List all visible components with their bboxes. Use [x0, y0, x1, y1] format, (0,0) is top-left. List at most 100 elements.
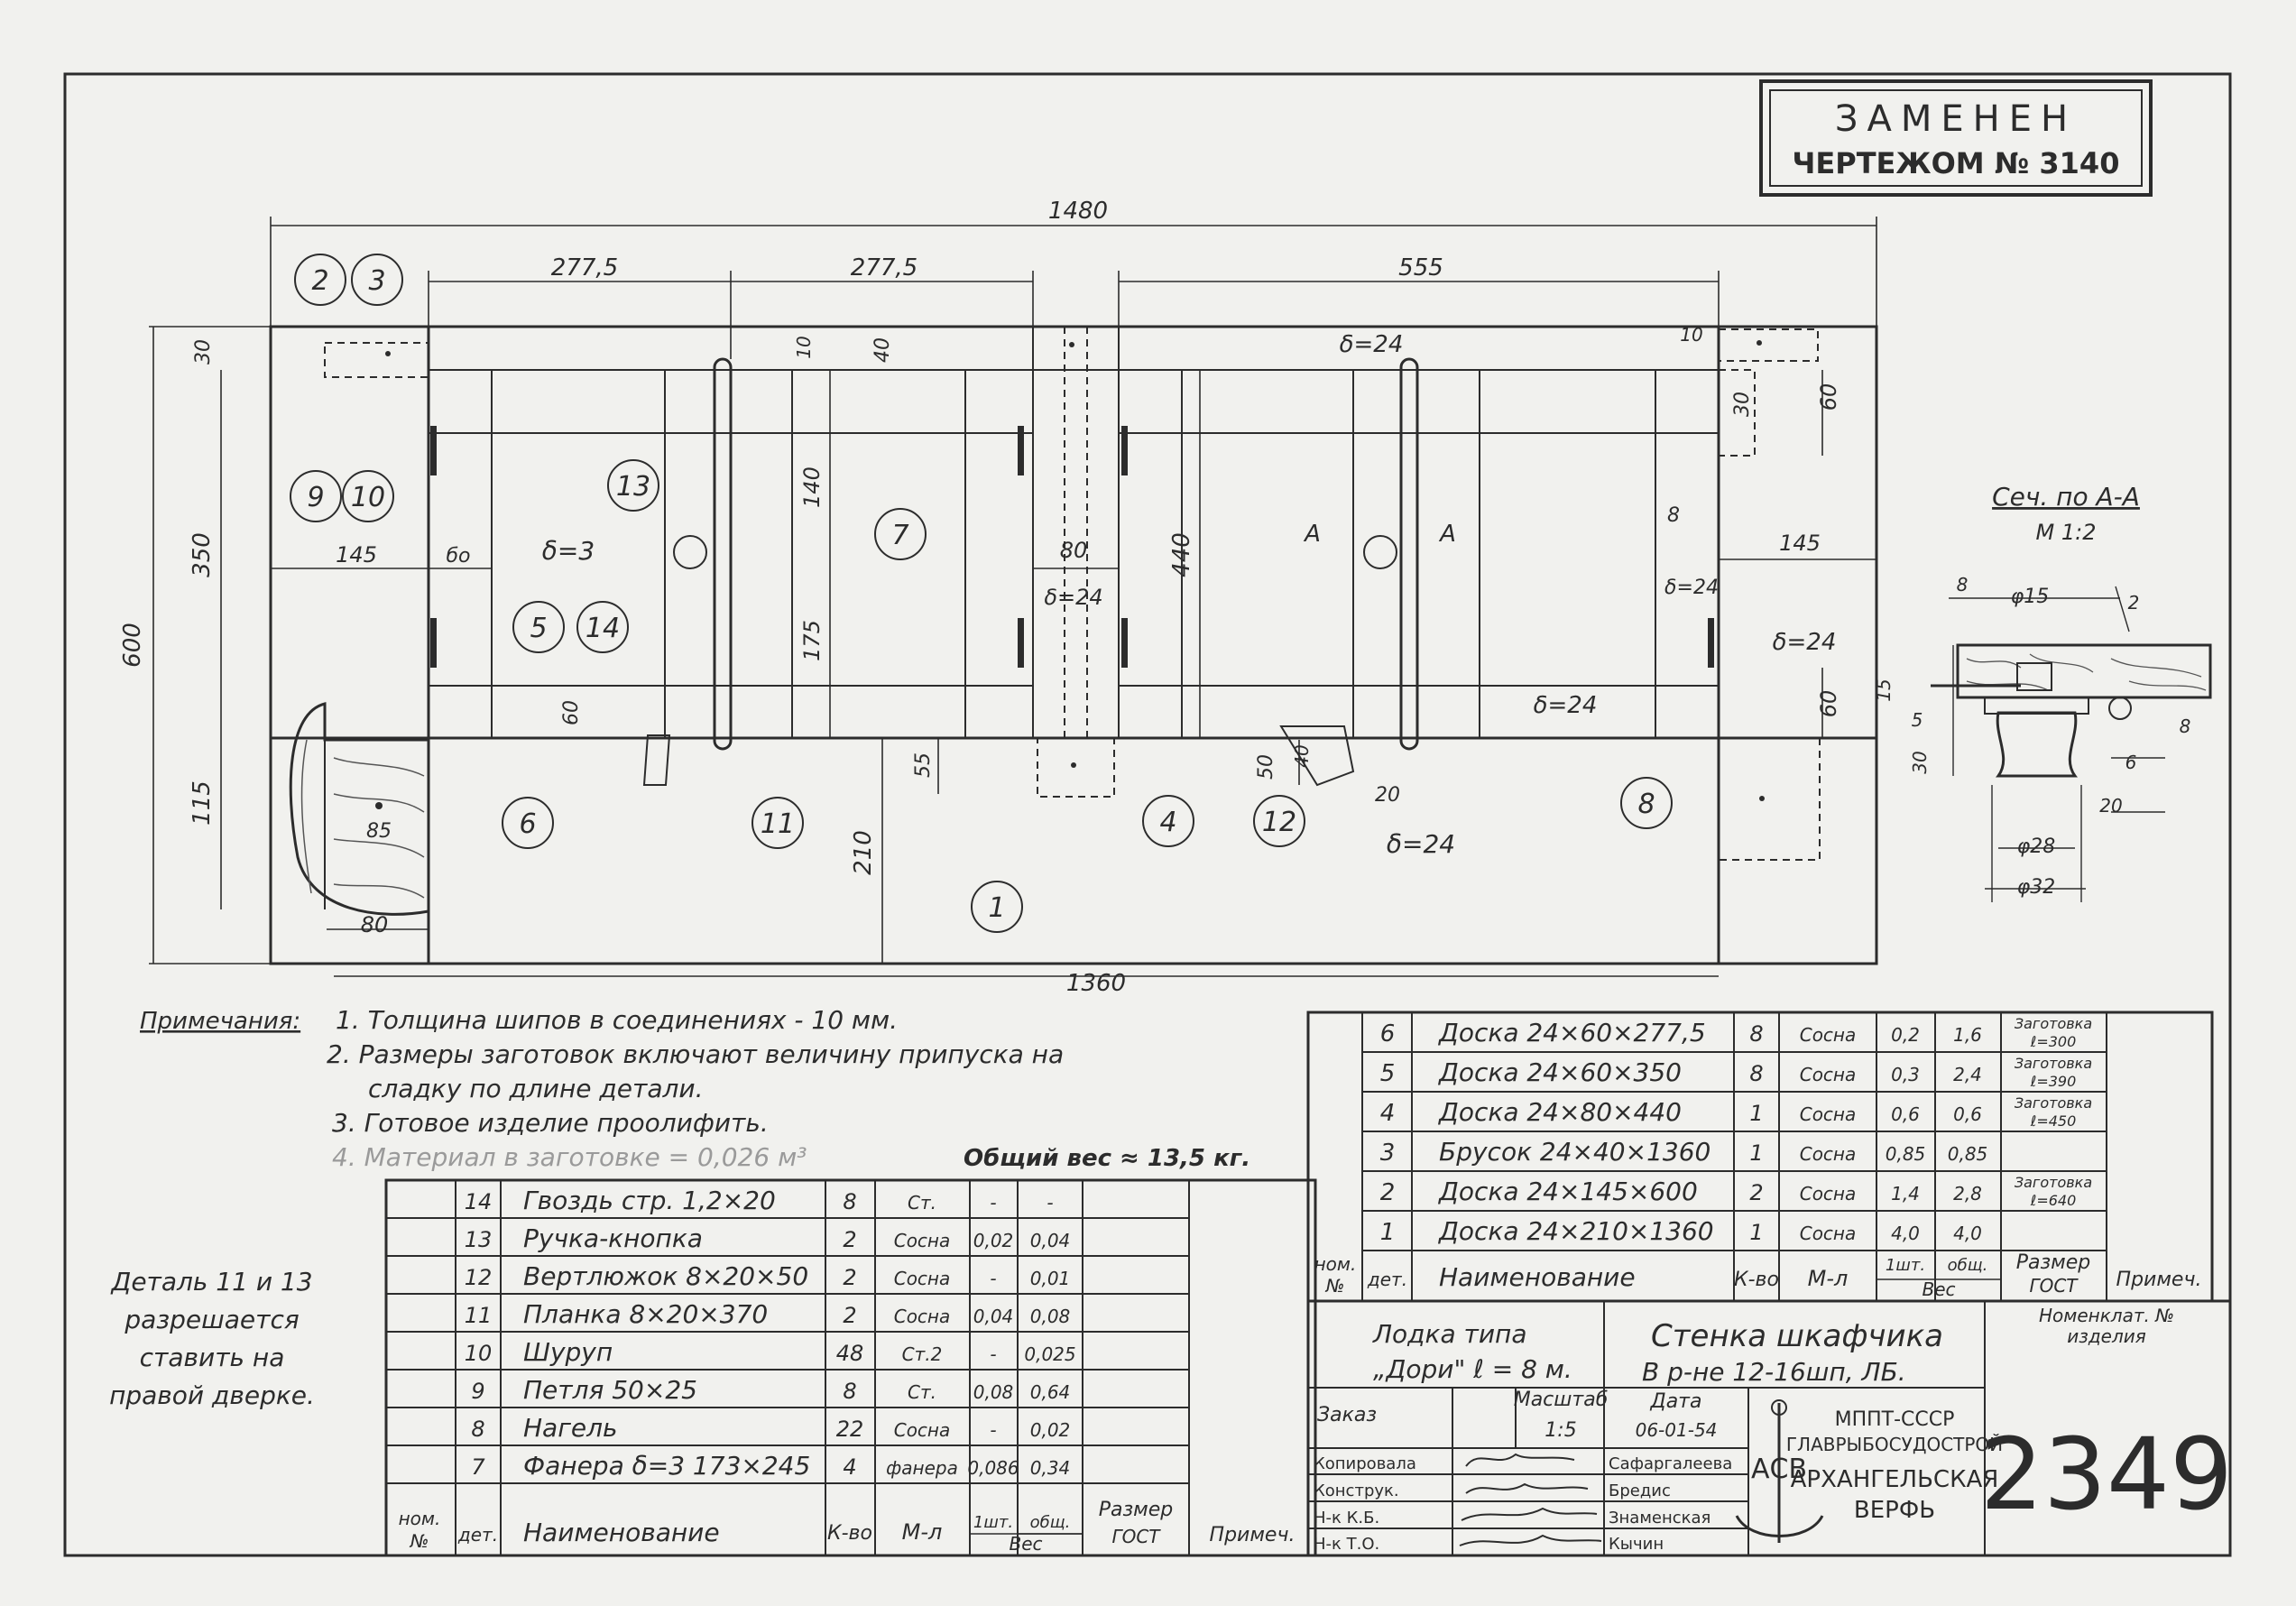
- th-ves: Вес: [1009, 1533, 1042, 1555]
- nomenclature-label: Номенклат. №: [2039, 1305, 2174, 1326]
- cell-name: Шуруп: [523, 1337, 613, 1367]
- dim-20: 20: [1375, 784, 1400, 807]
- dim-10-a: 10: [793, 336, 815, 358]
- person-copied: Сафаргалеева: [1609, 1454, 1732, 1473]
- callout-label: 4: [1159, 807, 1176, 838]
- delta-24-b: δ=24: [1044, 585, 1102, 610]
- callout-label: 14: [586, 613, 620, 644]
- th-r-1sht: 1шт.: [1886, 1256, 1925, 1275]
- callout-10: 10: [342, 470, 394, 522]
- cell-name: Планка 8×20×370: [523, 1299, 768, 1329]
- cell-w1: -: [990, 1268, 996, 1289]
- dim-60-a: 60: [560, 700, 583, 725]
- callout-label: 11: [761, 808, 795, 840]
- side-note-line-2: разрешается: [124, 1305, 299, 1334]
- th-nom: ном.: [399, 1508, 441, 1529]
- cell-mat: Сосна: [894, 1419, 951, 1441]
- part-location: В р-не 12-16шп, ЛБ.: [1642, 1357, 1906, 1387]
- dim-555: 555: [1398, 254, 1443, 282]
- cell-w1: 0,3: [1891, 1064, 1920, 1085]
- cell-mat: фанера: [886, 1457, 958, 1479]
- logo-text: АСВ: [1751, 1454, 1807, 1485]
- boat-type-line2: „Дори" ℓ = 8 м.: [1373, 1354, 1572, 1384]
- callout-label: 1: [988, 892, 1005, 924]
- cell-qty: 2: [1749, 1180, 1763, 1205]
- cell-name: Петля 50×25: [523, 1375, 697, 1405]
- th-no: №: [410, 1530, 429, 1552]
- callout-label: 8: [1637, 789, 1655, 820]
- cell-w1: -: [990, 1343, 996, 1365]
- cell-name: Доска 24×60×350: [1437, 1057, 1682, 1087]
- cell-mat: Ст.: [908, 1192, 936, 1214]
- callout-6: 6: [502, 797, 554, 849]
- cell-note-length: ℓ=450: [2030, 1112, 2077, 1130]
- th-r-no: №: [1325, 1275, 1345, 1297]
- signatures: [1459, 1453, 1602, 1546]
- cell-w1: 0,08: [973, 1381, 1014, 1403]
- cell-w1: 4,0: [1891, 1223, 1920, 1244]
- table-right-header: ном. № дет. Наименование К-во М-л 1шт. о…: [1314, 1251, 2202, 1300]
- cell-n: 4: [1380, 1100, 1396, 1127]
- nomenclature-label-2: изделия: [2067, 1325, 2146, 1347]
- callout-4: 4: [1142, 795, 1194, 847]
- person-head-kb: Знаменская: [1609, 1509, 1710, 1528]
- shipyard-logo: АСВ: [1735, 1399, 1824, 1543]
- cell-n: 14: [465, 1189, 493, 1214]
- dim-210: 210: [850, 830, 877, 875]
- delta-24-a: δ=24: [1340, 331, 1404, 358]
- scale-value: 1:5: [1544, 1419, 1576, 1442]
- callout-9: 9: [290, 470, 342, 522]
- cell-n: 10: [465, 1341, 493, 1366]
- cell-mat: Сосна: [1800, 1103, 1857, 1125]
- dim-277-b: 277,5: [851, 254, 917, 282]
- cell-note-length: ℓ=390: [2030, 1073, 2077, 1090]
- th-mat: М-л: [902, 1519, 943, 1545]
- th-obsh: общ.: [1030, 1513, 1071, 1532]
- section-dim-phi32: φ32: [2017, 876, 2056, 899]
- cell-name: Доска 24×60×277,5: [1437, 1018, 1706, 1048]
- side-note-line-1: Деталь 11 и 13: [109, 1267, 312, 1297]
- section-dim-phi15: φ15: [2011, 586, 2050, 608]
- cell-w2: 2,8: [1953, 1183, 1982, 1204]
- callout-12: 12: [1253, 795, 1305, 847]
- section-dim-phi28: φ28: [2017, 835, 2056, 858]
- cell-w1: -: [990, 1419, 996, 1441]
- person-designer: Бредис: [1609, 1481, 1671, 1500]
- cell-w2: -: [1047, 1192, 1053, 1214]
- org-shipyard-1: АРХАНГЕЛЬСКАЯ: [1791, 1466, 1999, 1493]
- cell-w2: 0,04: [1030, 1230, 1071, 1251]
- dim-277-a: 277,5: [551, 254, 618, 282]
- delta-24-f: δ=24: [1387, 829, 1455, 859]
- dim-85: 85: [366, 820, 392, 843]
- callout-8: 8: [1620, 777, 1673, 829]
- callout-13: 13: [607, 459, 659, 512]
- note-2-cont: сладку по длине детали.: [368, 1074, 703, 1103]
- stamp-line2: ЧЕРТЕЖОМ № 3140: [1793, 146, 2120, 180]
- cell-w2: 0,6: [1953, 1103, 1982, 1125]
- cell-name: Доска 24×210×1360: [1437, 1216, 1714, 1246]
- dim-40: 40: [871, 337, 894, 363]
- th-r-nom: ном.: [1314, 1253, 1357, 1275]
- side-note: Деталь 11 и 13 разрешается ставить на пр…: [109, 1267, 315, 1410]
- cell-w1: -: [990, 1192, 996, 1214]
- th-qty: К-во: [827, 1522, 872, 1545]
- callout-label: 2: [311, 265, 328, 297]
- note-2: 2. Размеры заготовок включают величину п…: [327, 1039, 1064, 1069]
- dim-60-c: 60: [1816, 690, 1841, 718]
- side-note-line-3: ставить на: [140, 1343, 285, 1372]
- th-r-det: дет.: [1367, 1269, 1407, 1290]
- cell-w1: 0,04: [973, 1306, 1014, 1327]
- cell-mat: Сосна: [1800, 1143, 1857, 1165]
- cell-note: Заготовка: [2015, 1055, 2092, 1072]
- dim-30: 30: [192, 339, 215, 365]
- stamp-line1: ЗАМЕНЕН: [1835, 98, 2077, 140]
- callout-5: 5: [512, 601, 565, 653]
- callout-3: 3: [351, 254, 403, 306]
- note-1: 1. Толщина шипов в соединениях - 10 мм.: [336, 1005, 898, 1035]
- cell-mat: Сосна: [1800, 1064, 1857, 1085]
